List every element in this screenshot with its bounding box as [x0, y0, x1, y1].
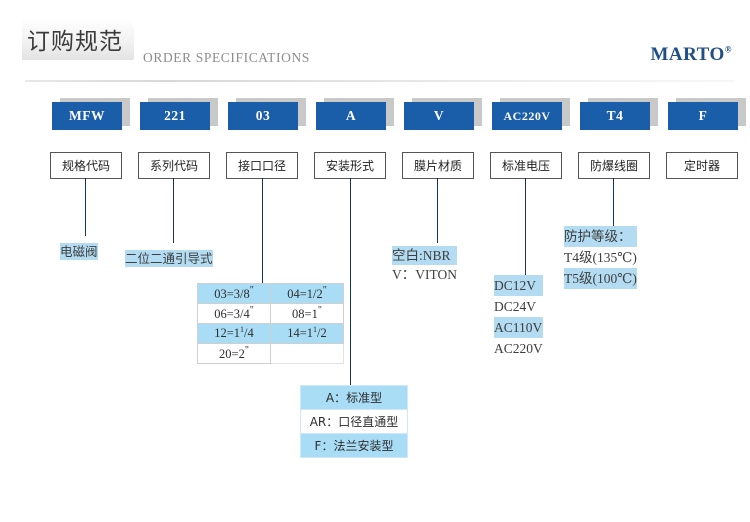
value-series-code-0: 二位二通引导式: [125, 250, 213, 267]
page-title-en: ORDER SPECIFICATIONS: [143, 50, 310, 65]
table-row: 03=3/8" 04=1/2": [197, 283, 344, 304]
title-tab-background: [22, 18, 134, 60]
value-group-series-code: 二位二通引导式: [125, 250, 213, 267]
port-size-cell: 12=11/4: [197, 323, 271, 344]
page-title-cn: 订购规范: [27, 29, 123, 55]
table-row: A：标准型: [300, 385, 408, 410]
mount-type-cell: AR：口径直通型: [300, 409, 408, 434]
page-header: 订购规范 ORDER SPECIFICATIONS MARTO®: [0, 0, 750, 82]
table-row: F：法兰安装型: [300, 433, 408, 458]
connector-line-diaphragm: [437, 178, 438, 243]
connector-line-series: [173, 178, 174, 243]
brand-name: MARTO: [650, 44, 725, 65]
label-box-mount: 安装形式: [314, 152, 386, 179]
table-row: 06=3/4" 08=1": [197, 303, 344, 324]
port-size-cell: 03=3/8": [197, 283, 271, 304]
label-box-diaphragm: 膜片材质: [402, 152, 474, 179]
table-row: 20=2": [197, 343, 344, 364]
value-spec-code-0: 电磁阀: [60, 243, 98, 260]
connector-line-spec: [85, 178, 86, 236]
code-box-spec[interactable]: MFW: [52, 102, 122, 130]
value-coil-2: T5级(100℃): [564, 268, 637, 289]
label-box-series: 系列代码: [138, 152, 210, 179]
label-box-voltage: 标准电压: [490, 152, 562, 179]
value-group-coil: 防护等级： T4级(135℃) T5级(100℃): [564, 226, 637, 289]
mount-type-cell: F：法兰安装型: [300, 433, 408, 458]
code-box-series[interactable]: 221: [140, 102, 210, 130]
port-size-cell-empty: [270, 343, 344, 364]
value-voltage-3: AC220V: [494, 341, 543, 356]
value-group-spec-code: 电磁阀: [60, 243, 98, 260]
code-box-mount[interactable]: A: [316, 102, 386, 130]
label-box-coil: 防爆线圈: [578, 152, 650, 179]
value-voltage-0: DC12V: [494, 275, 543, 296]
port-size-cell: 08=1": [270, 303, 344, 324]
table-row: AR：口径直通型: [300, 409, 408, 434]
header-divider: [25, 80, 735, 82]
port-size-table: 03=3/8" 04=1/2" 06=3/4" 08=1" 12=11/4 14…: [197, 283, 344, 364]
code-box-timer[interactable]: F: [668, 102, 738, 130]
mount-type-table: A：标准型 AR：口径直通型 F：法兰安装型: [300, 385, 408, 458]
brand-logo: MARTO®: [650, 44, 732, 66]
value-voltage-1: DC24V: [494, 299, 537, 314]
code-box-port[interactable]: 03: [228, 102, 298, 130]
connector-line-coil: [613, 178, 614, 226]
connector-line-mount: [350, 178, 351, 385]
value-diaphragm-1: V：VITON: [392, 267, 457, 282]
registered-mark-icon: ®: [724, 44, 732, 55]
connector-line-voltage: [525, 178, 526, 278]
code-box-coil[interactable]: T4: [580, 102, 650, 130]
port-size-cell: 06=3/4": [197, 303, 271, 324]
port-size-cell: 20=2": [197, 343, 271, 364]
value-coil-1: T4级(135℃): [564, 250, 637, 265]
port-size-cell: 04=1/2": [270, 283, 344, 304]
label-box-port: 接口口径: [226, 152, 298, 179]
label-box-spec: 规格代码: [50, 152, 122, 179]
table-row: 12=11/4 14=11/2: [197, 323, 344, 344]
value-group-diaphragm: 空白:NBR V：VITON: [392, 246, 457, 284]
port-size-cell: 14=11/2: [270, 323, 344, 344]
mount-type-cell: A：标准型: [300, 385, 408, 410]
label-box-timer: 定时器: [666, 152, 738, 179]
code-box-diaphragm[interactable]: V: [404, 102, 474, 130]
code-box-voltage[interactable]: AC220V: [492, 102, 562, 130]
value-coil-0: 防护等级：: [564, 226, 637, 247]
value-voltage-2: AC110V: [494, 317, 543, 338]
value-diaphragm-0: 空白:NBR: [392, 246, 457, 265]
connector-line-port: [262, 178, 263, 283]
value-group-voltage: DC12V DC24V AC110V AC220V: [494, 275, 543, 359]
